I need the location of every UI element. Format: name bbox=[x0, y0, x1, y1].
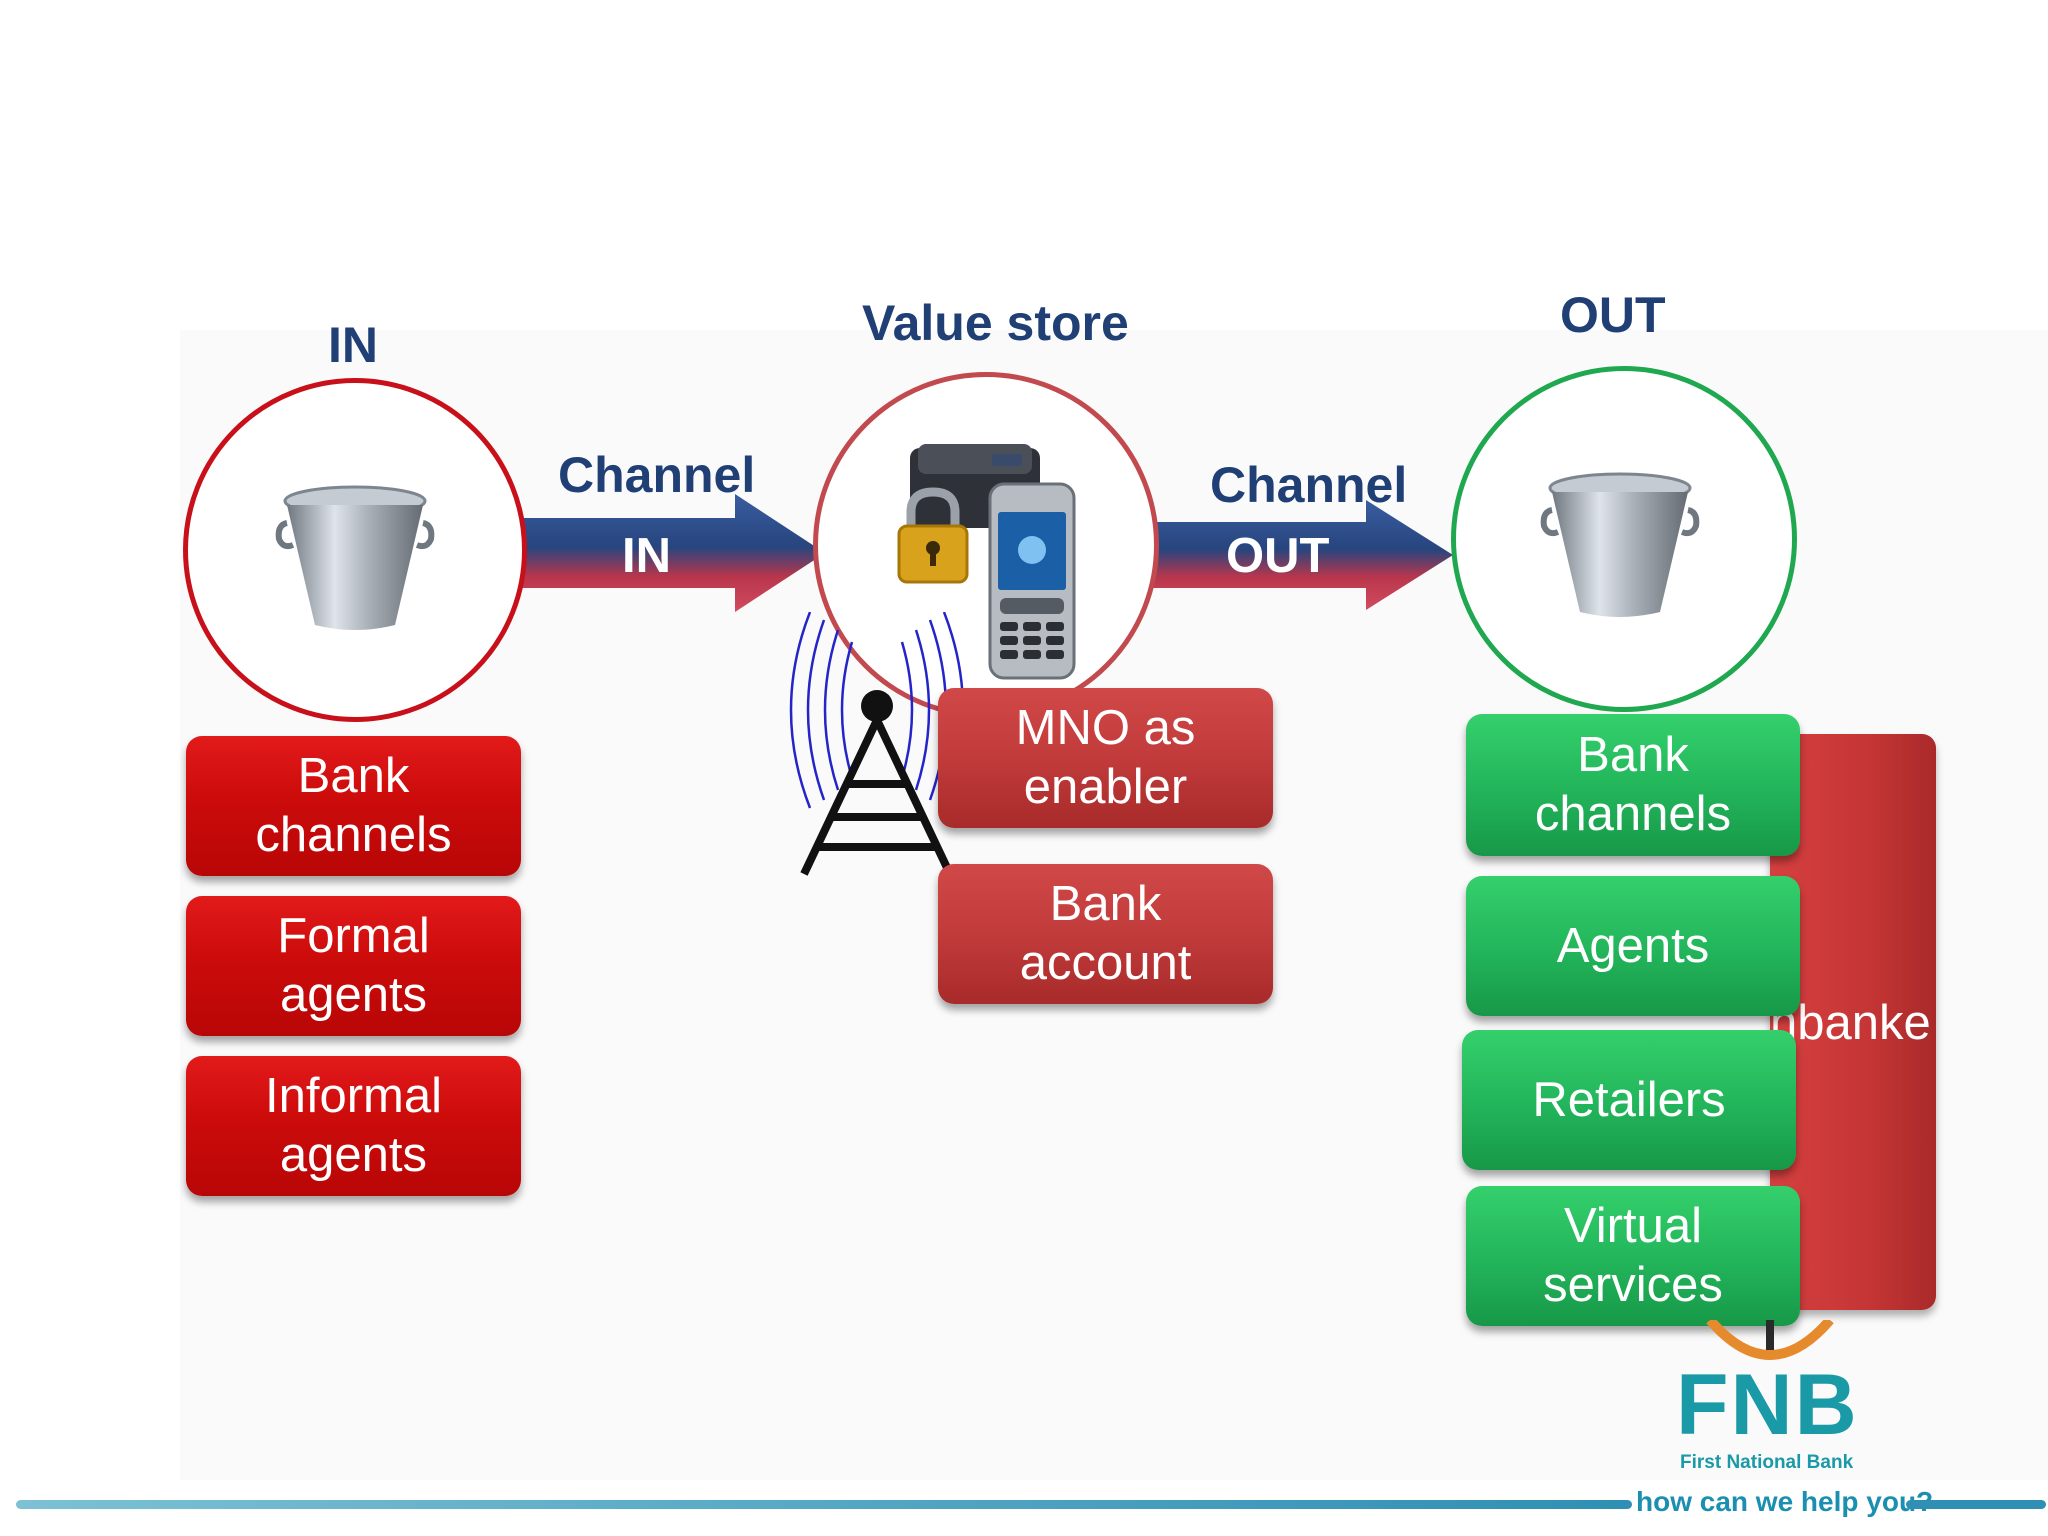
channel-in-heading: Channel bbox=[558, 447, 756, 503]
value-store-heading: Value store bbox=[862, 295, 1129, 351]
channel-out-arrow bbox=[1148, 500, 1453, 610]
channel-out-heading: Channel bbox=[1210, 457, 1408, 513]
out-box-virtual-services: Virtual services bbox=[1466, 1186, 1800, 1326]
channel-in-label: IN bbox=[622, 529, 671, 583]
value-box-mno-enabler: MNO as enabler bbox=[938, 688, 1273, 828]
out-box-bank-channels: Bank channels bbox=[1466, 714, 1800, 856]
padlock-icon bbox=[897, 487, 969, 584]
value-box-bank-account: Bank account bbox=[938, 864, 1273, 1004]
in-heading: IN bbox=[328, 317, 378, 373]
bucket-icon bbox=[1540, 472, 1700, 617]
footer-line-left bbox=[16, 1500, 1632, 1509]
fnb-logo: FNB bbox=[1676, 1357, 1859, 1453]
in-box-bank-channels: Bank channels bbox=[186, 736, 521, 876]
in-box-formal-agents: Formal agents bbox=[186, 896, 521, 1036]
out-box-retailers: Retailers bbox=[1462, 1030, 1796, 1170]
bucket-icon bbox=[275, 485, 435, 630]
footer-tagline: how can we help you? bbox=[1636, 1486, 1934, 1517]
footer-line-right bbox=[1906, 1500, 2046, 1509]
out-heading: OUT bbox=[1560, 287, 1666, 343]
channel-in-arrow bbox=[520, 494, 825, 612]
channel-out-label: OUT bbox=[1226, 529, 1330, 583]
fnb-tree-icon bbox=[1706, 1320, 1834, 1360]
mobile-phone-icon bbox=[988, 482, 1076, 680]
out-box-agents: Agents bbox=[1466, 876, 1800, 1016]
fnb-subtitle: First National Bank bbox=[1680, 1452, 1854, 1473]
in-box-informal-agents: Informal agents bbox=[186, 1056, 521, 1196]
